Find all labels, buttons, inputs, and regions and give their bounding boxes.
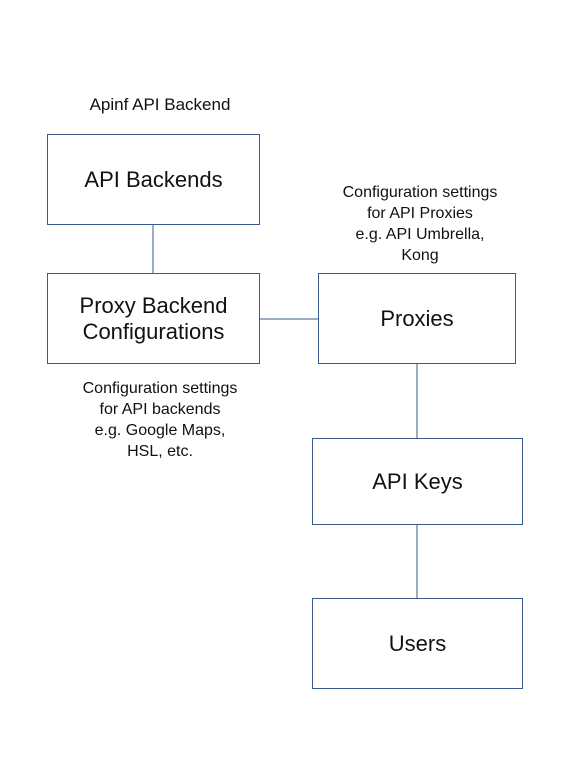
node-api-keys: API Keys (312, 438, 523, 525)
node-proxies: Proxies (318, 273, 516, 364)
node-proxy-backend-configurations: Proxy Backend Configurations (47, 273, 260, 364)
node-api-backends-label: API Backends (84, 166, 223, 192)
node-users: Users (312, 598, 523, 689)
node-users-label: Users (388, 630, 447, 656)
proxies-note: Configuration settings for API Proxies e… (342, 184, 498, 264)
node-proxies-label: Proxies (380, 305, 454, 331)
node-api-backends: API Backends (47, 134, 260, 225)
diagram-title: Apinf API Backend (89, 95, 231, 114)
node-proxy-backend-configurations-label: Proxy Backend Configurations (79, 292, 228, 344)
backends-note: Configuration settings for API backends … (82, 380, 238, 460)
node-api-keys-label: API Keys (372, 468, 463, 494)
